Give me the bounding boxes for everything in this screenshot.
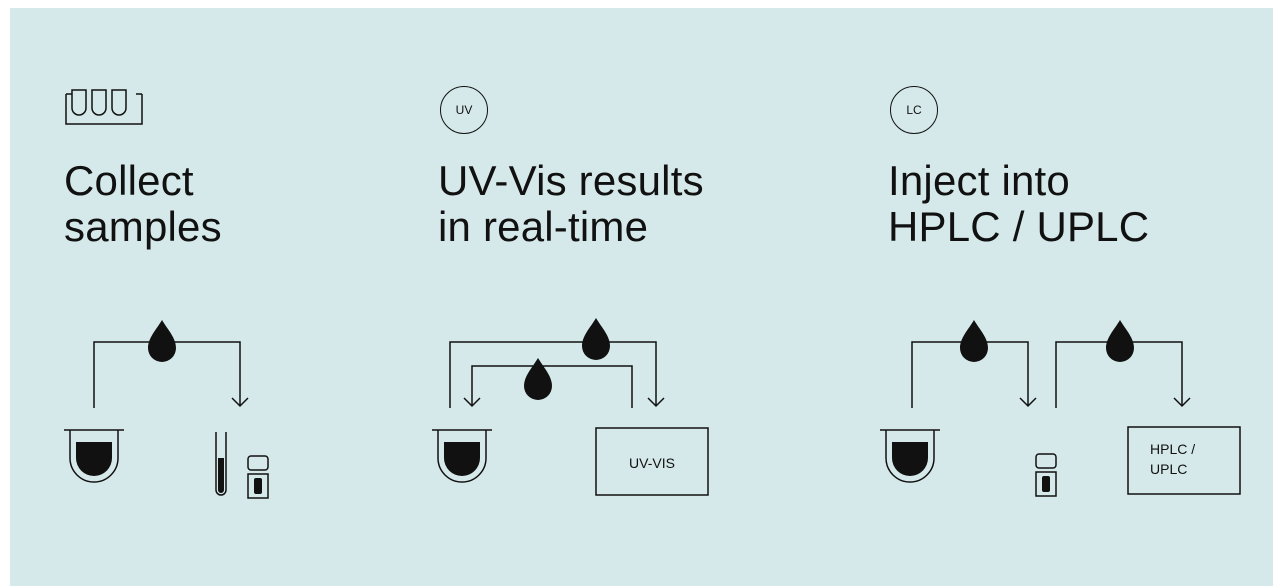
small-vial-liquid: [254, 478, 262, 494]
uv-badge: UV: [440, 86, 488, 134]
hplc-box-label-line2: UPLC: [1150, 461, 1187, 477]
beaker-liquid: [892, 442, 928, 476]
small-vial-outline: [247, 473, 269, 499]
beaker-outline: [69, 430, 119, 483]
small-vial-liquid: [1042, 476, 1050, 492]
beaker-liquid: [444, 442, 480, 476]
sample-rack-icon: [65, 89, 143, 125]
inner-transfer-line: [471, 365, 633, 408]
hplc-box: [1127, 426, 1241, 495]
hplc-diagram: HPLC / UPLC: [880, 320, 1241, 497]
outer-transfer-line: [449, 341, 657, 408]
arrow-head: [647, 397, 665, 408]
vial-liquid: [218, 458, 224, 493]
beaker-outline: [885, 430, 935, 483]
uv-vis-diagram: UV-VIS: [432, 318, 709, 496]
arrow-head: [1173, 397, 1191, 408]
beaker-outline: [437, 430, 487, 483]
step-title: Inject into HPLC / UPLC: [888, 157, 1150, 250]
lc-badge: LC: [890, 86, 938, 134]
beaker-liquid: [76, 442, 112, 476]
step-inject-hplc: LC Inject into HPLC / UPLC: [880, 8, 1273, 586]
droplet-icon: [960, 320, 988, 362]
small-cap-outline: [247, 455, 269, 471]
arrow-head: [1019, 397, 1037, 408]
droplet-icon: [1106, 320, 1134, 362]
uv-vis-box: [595, 427, 709, 496]
uv-vis-box-label: UV-VIS: [629, 455, 675, 471]
step-title: Collect samples: [64, 157, 222, 250]
arrow-head: [463, 397, 481, 408]
workflow-panel: Collect samples UV UV-Vis r: [10, 8, 1273, 586]
step-collect-samples: Collect samples: [64, 8, 464, 586]
step-uv-vis: UV UV-Vis results in real-time UV-VIS: [432, 8, 838, 586]
vial-outline: [215, 432, 227, 496]
step-title: UV-Vis results in real-time: [438, 157, 704, 250]
small-vial-outline: [1035, 471, 1057, 497]
droplet-icon: [524, 358, 552, 400]
hplc-box-label-line1: HPLC /: [1150, 441, 1195, 457]
droplet-icon: [148, 320, 176, 362]
small-cap-outline: [1035, 453, 1057, 469]
arrow-head: [231, 397, 249, 408]
collect-diagram: [64, 320, 269, 499]
droplet-icon: [582, 318, 610, 360]
